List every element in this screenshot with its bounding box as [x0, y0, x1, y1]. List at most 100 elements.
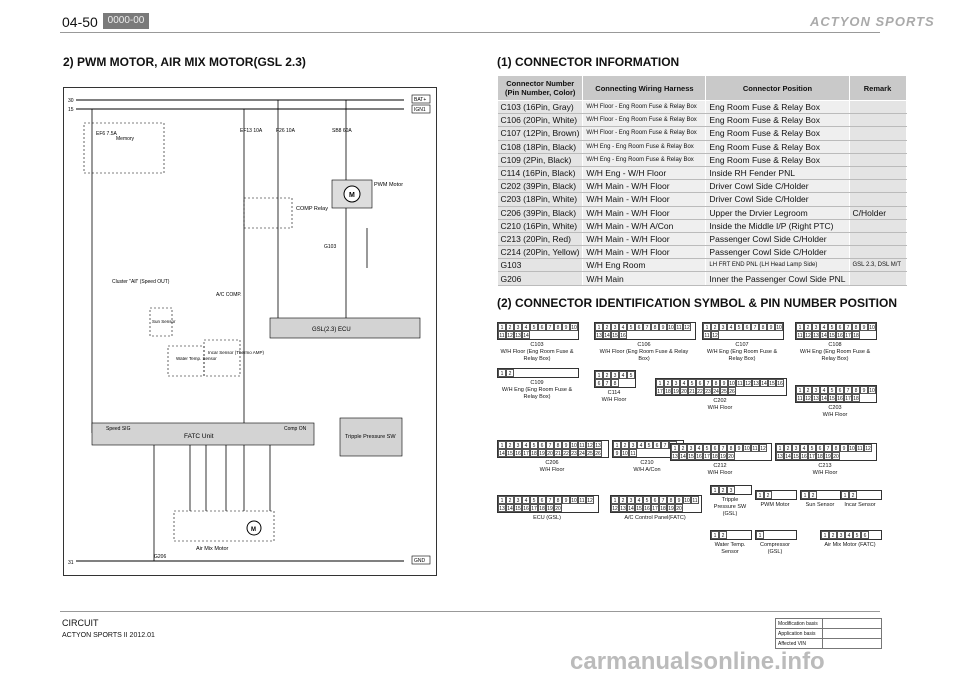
connector-cell — [849, 166, 907, 181]
connector-cell: Inner the Passenger Cowl Side PNL — [705, 271, 850, 286]
tripple-sw-label: Tripple Pressure SW — [345, 434, 396, 440]
connector-cell: G206 — [497, 271, 584, 286]
app-basis: Application basis — [775, 628, 823, 639]
connector-id-name: A/C Control Panel(FATC) — [624, 515, 686, 521]
incar-sensor-label: Incar Sensor (Thermo AMP) — [208, 350, 265, 355]
connector-id-desc: W/H Floor — [822, 412, 848, 418]
connector-cell — [849, 100, 907, 115]
modification-box: Modification basis Application basis Aff… — [775, 618, 882, 649]
page-badge: 0000-00 — [103, 13, 149, 29]
connector-row: C109 (2Pin, Black)W/H Eng - Eng Room Fus… — [497, 153, 907, 167]
fuse-sb8: SB8 60A — [332, 128, 352, 134]
col-connector: Connector Number (Pin Number, Color) — [496, 75, 584, 101]
connector-cell — [849, 140, 907, 154]
connector-id-name: PWM Motor — [760, 502, 790, 508]
fuse-f26: F26 10A — [276, 128, 296, 134]
connector-cell: C106 (20Pin, White) — [497, 113, 584, 128]
connector-row: C107 (12Pin, Brown)W/H Floor - Eng Room … — [497, 126, 907, 141]
connector-cell: Eng Room Fuse & Relay Box — [705, 100, 850, 115]
connector-cell: W/H Eng - W/H Floor — [582, 166, 707, 181]
water-temp-label: Water Temp. Sensor — [176, 356, 217, 361]
circuit-diagram: 30 15 31 BAT+ IGN1 GND EF6 7.5A Memory E… — [63, 87, 437, 576]
connector-id-label: Sun Sensor — [800, 502, 840, 509]
rail-31: 31 — [68, 560, 74, 566]
connector-cell: W/H Main - W/H Floor — [582, 192, 707, 207]
connector-cell: W/H Floor - Eng Room Fuse & Relay Box — [582, 126, 707, 141]
connector-cell — [849, 271, 907, 286]
connector-cell: Upper the Drvier Legroom — [705, 206, 850, 220]
connector-cell: W/H Main - W/H Floor — [582, 245, 707, 260]
connector-id-label: Tripple Pressure SW (GSL) — [710, 497, 750, 518]
connector-id-desc: W/H Floor — [539, 467, 565, 473]
connector-cell: C109 (2Pin, Black) — [497, 153, 584, 167]
pwm-motor-label: PWM Motor — [374, 182, 403, 188]
connector-id-name: Tripple Pressure SW (GSL) — [713, 497, 747, 517]
connector-cell: C103 (16Pin, Gray) — [497, 100, 584, 115]
connector-cell: C203 (18Pin, White) — [497, 192, 584, 207]
connector-id-desc: W/H Eng (Eng Room Fuse & Relay Box) — [799, 349, 871, 362]
fuse-ef13: EF13 10A — [240, 128, 263, 134]
connector-id-name: Sun Sensor — [805, 502, 835, 508]
connector-cell: Eng Room Fuse & Relay Box — [705, 113, 850, 128]
connector-id-label: Air Mix Motor (FATC) — [820, 542, 880, 549]
connector-cell: C202 (39Pin, Black) — [497, 179, 584, 194]
connector-id-name: C203 — [828, 405, 842, 411]
connector-id-desc: W/H Eng (Eng Room Fuse & Relay Box) — [706, 349, 778, 362]
connector-id-name: Air Mix Motor (FATC) — [824, 542, 876, 548]
sun-sensor-label: Sun Sensor — [152, 319, 176, 324]
cluster-label: Cluster "All" (Speed OUT) — [112, 279, 170, 285]
rail-30: 30 — [68, 98, 74, 104]
connector-cell: C114 (16Pin, Black) — [497, 166, 584, 181]
col-harness: Connecting Wiring Harness — [582, 75, 707, 101]
speed-sig-label: Speed SIG — [106, 426, 131, 432]
connector-pin-diagram: 1 — [755, 530, 797, 540]
connector-id-desc: W/H Floor — [707, 405, 733, 411]
connector-id-name: C202 — [713, 398, 727, 404]
connector-cell — [849, 179, 907, 194]
connector-cell: C/Holder — [849, 206, 907, 220]
connector-cell: W/H Main - W/H Floor — [582, 179, 707, 194]
connector-row: C103 (16Pin, Gray)W/H Floor - Eng Room F… — [497, 100, 907, 115]
footer-model: ACTYON SPORTS II 2012.01 — [62, 632, 155, 639]
memory-label: Memory — [116, 136, 135, 142]
connector-cell — [849, 219, 907, 233]
header-divider — [60, 32, 880, 33]
connector-id-name: C213 — [818, 463, 832, 469]
connector-row: C108 (18Pin, Black)W/H Eng - Eng Room Fu… — [497, 140, 907, 154]
connector-id-label: ECU (GSL) — [497, 515, 597, 522]
connector-cell: C214 (20Pin, Yellow) — [497, 245, 584, 260]
footer-section: CIRCUIT — [62, 618, 99, 628]
connector-id-desc: W/H Floor (Eng Room Fuse & Relay Box) — [599, 349, 689, 362]
connector-cell: C210 (16Pin, White) — [497, 219, 584, 233]
connector-id-desc: W/H Floor (Eng Room Fuse & Relay Box) — [500, 349, 574, 362]
connector-cell: LH FRT END PNL (LH Head Lamp Side) — [705, 258, 850, 273]
connector-info-title: (1) CONNECTOR INFORMATION — [497, 55, 680, 69]
connector-cell: W/H Eng Room — [582, 258, 707, 273]
connector-id-label: Compressor (GSL) — [755, 542, 795, 556]
g103-label: G103 — [324, 244, 336, 250]
connector-cell: C213 (20Pin, Red) — [497, 232, 584, 247]
col-position: Connector Position — [705, 75, 850, 101]
connector-cell: G103 — [497, 258, 584, 273]
connector-id-name: Water Temp. Sensor — [714, 542, 746, 555]
